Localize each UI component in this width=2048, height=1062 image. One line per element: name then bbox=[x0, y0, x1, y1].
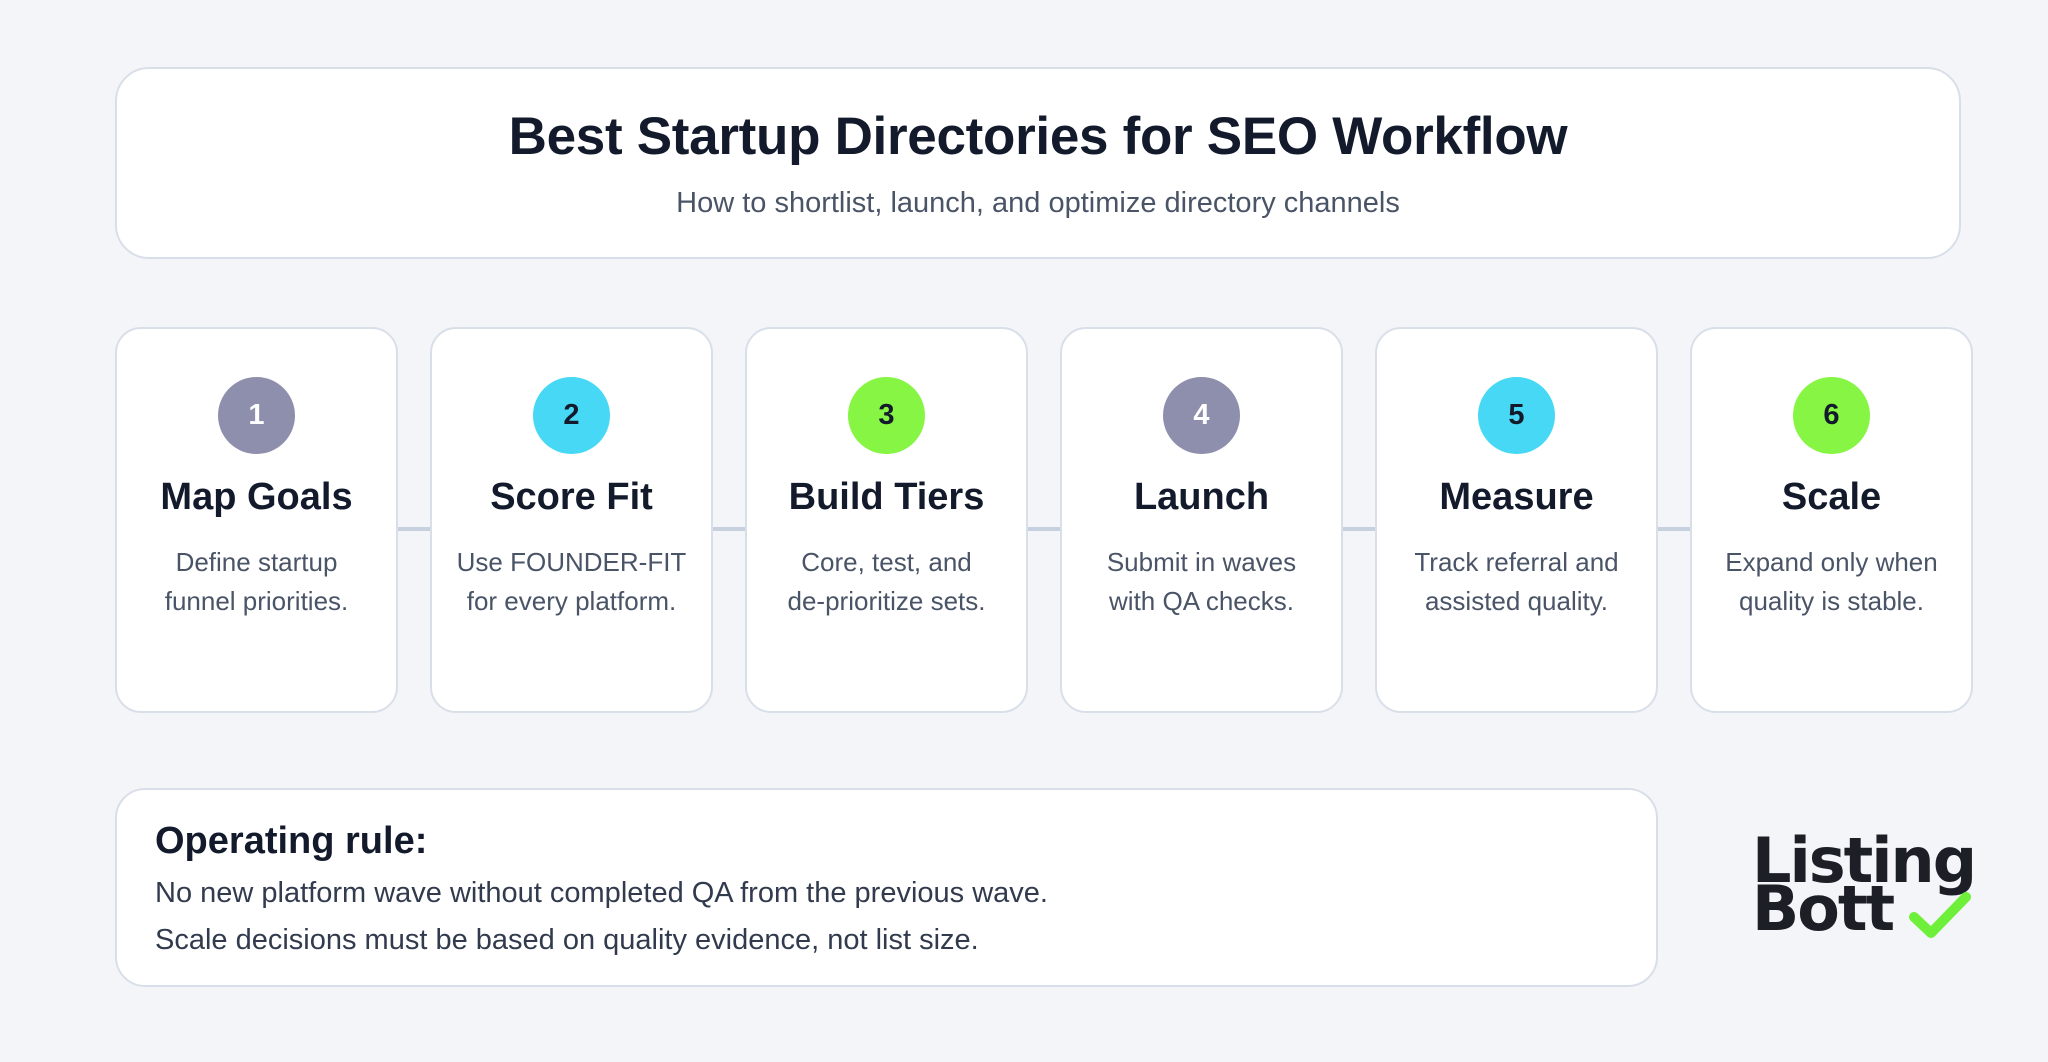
step-card-map-goals: 1 Map Goals Define startup funnel priori… bbox=[115, 327, 398, 713]
step-description: Submit in waves with QA checks. bbox=[1078, 543, 1325, 621]
operating-rule-line: Scale decisions must be based on quality… bbox=[155, 924, 979, 956]
step-number-badge: 5 bbox=[1478, 377, 1555, 454]
step-description-line: Define startup bbox=[175, 547, 338, 577]
step-description: Use FOUNDER-FIT for every platform. bbox=[448, 543, 695, 621]
step-description-line: with QA checks. bbox=[1109, 586, 1294, 616]
step-description-line: Use FOUNDER-FIT bbox=[456, 547, 687, 577]
step-description-line: Expand only when bbox=[1725, 547, 1938, 577]
step-description-line: Track referral and bbox=[1414, 547, 1619, 577]
operating-rule-heading: Operating rule: bbox=[155, 820, 428, 862]
step-card-launch: 4 Launch Submit in waves with QA checks. bbox=[1060, 327, 1343, 713]
step-description: Define startup funnel priorities. bbox=[133, 543, 380, 621]
step-description: Expand only when quality is stable. bbox=[1708, 543, 1955, 621]
listingbott-logo: Listing Bott bbox=[1752, 830, 1982, 970]
header-card: Best Startup Directories for SEO Workflo… bbox=[115, 67, 1961, 259]
step-connector bbox=[1340, 527, 1380, 531]
step-number-badge: 1 bbox=[218, 377, 295, 454]
step-description-line: for every platform. bbox=[466, 586, 677, 616]
step-title: Map Goals bbox=[160, 476, 353, 518]
logo-wordmark-line: Listing bbox=[1752, 824, 1977, 897]
logo-wordmark-line: Bott bbox=[1752, 872, 1895, 945]
step-card-measure: 5 Measure Track referral and assisted qu… bbox=[1375, 327, 1658, 713]
step-number-badge: 2 bbox=[533, 377, 610, 454]
step-number-badge: 6 bbox=[1793, 377, 1870, 454]
step-title: Measure bbox=[1439, 476, 1594, 518]
step-title: Scale bbox=[1781, 476, 1882, 518]
step-description-line: assisted quality. bbox=[1424, 586, 1609, 616]
step-title: Score Fit bbox=[490, 476, 653, 518]
step-title: Launch bbox=[1133, 476, 1270, 518]
step-description: Track referral and assisted quality. bbox=[1393, 543, 1640, 621]
step-description-line: quality is stable. bbox=[1739, 586, 1924, 616]
step-connector bbox=[1025, 527, 1065, 531]
step-description-line: de-prioritize sets. bbox=[787, 586, 986, 616]
step-description: Core, test, and de-prioritize sets. bbox=[763, 543, 1010, 621]
operating-rule-line: No new platform wave without completed Q… bbox=[155, 877, 1048, 909]
step-card-build-tiers: 3 Build Tiers Core, test, and de-priorit… bbox=[745, 327, 1028, 713]
step-description-line: Submit in waves bbox=[1106, 547, 1297, 577]
checkmark-icon bbox=[1909, 892, 1971, 938]
operating-rule-card: Operating rule: No new platform wave wit… bbox=[115, 788, 1658, 987]
step-description-line: Core, test, and bbox=[801, 547, 972, 577]
step-description-line: funnel priorities. bbox=[164, 586, 349, 616]
step-card-scale: 6 Scale Expand only when quality is stab… bbox=[1690, 327, 1973, 713]
step-card-score-fit: 2 Score Fit Use FOUNDER-FIT for every pl… bbox=[430, 327, 713, 713]
page-title: Best Startup Directories for SEO Workflo… bbox=[508, 107, 1568, 166]
step-number-badge: 4 bbox=[1163, 377, 1240, 454]
step-number-badge: 3 bbox=[848, 377, 925, 454]
step-connector bbox=[710, 527, 750, 531]
page-subtitle: How to shortlist, launch, and optimize d… bbox=[676, 187, 1400, 219]
step-connector bbox=[1655, 527, 1695, 531]
step-title: Build Tiers bbox=[788, 476, 985, 518]
step-connector bbox=[395, 527, 435, 531]
